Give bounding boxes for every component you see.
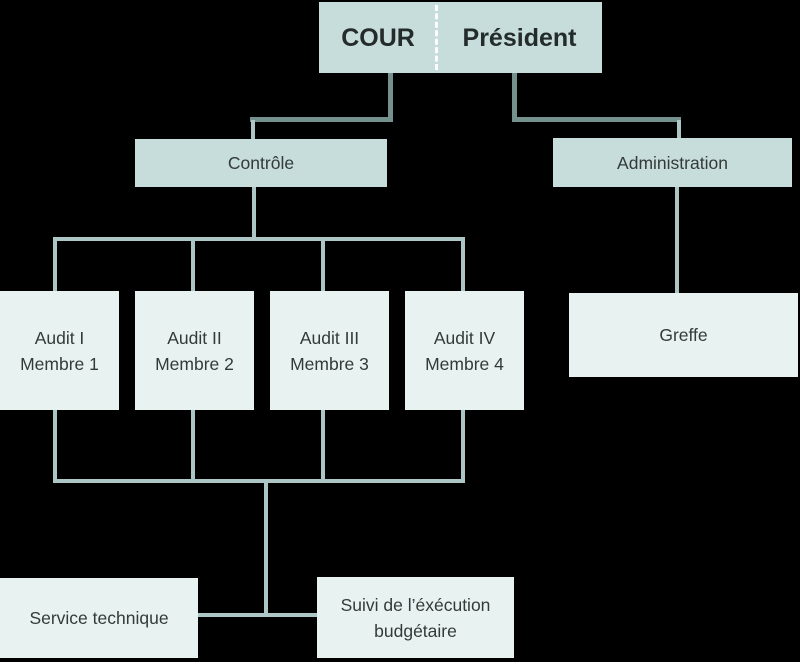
node-cour-label: COUR xyxy=(341,23,415,52)
stub-controle-top xyxy=(251,120,255,140)
connector-controle-down xyxy=(252,187,256,241)
suivi-line2: budgétaire xyxy=(374,620,457,641)
root-dashed-divider xyxy=(435,5,438,70)
bus-audits-top xyxy=(53,237,465,241)
node-president-label: Président xyxy=(462,23,577,52)
node-greffe: Greffe xyxy=(569,293,798,377)
stub-administration-top xyxy=(677,120,681,139)
node-audit-1: Audit I Membre 1 xyxy=(0,291,119,410)
connector-bottom-horizontal xyxy=(198,613,317,617)
drop-audit3 xyxy=(321,237,325,291)
node-cour-president: COUR Président xyxy=(319,2,602,73)
bus-audits-bottom xyxy=(53,479,465,483)
node-controle-label: Contrôle xyxy=(227,153,295,173)
audit-1-line1: Audit I xyxy=(34,327,85,348)
node-controle: Contrôle xyxy=(135,139,387,187)
audit-3-line2: Membre 3 xyxy=(290,353,369,374)
riser-audit4 xyxy=(461,410,465,483)
riser-audit1 xyxy=(53,410,57,483)
connector-administration-greffe xyxy=(675,187,679,293)
connector-cour-elbow xyxy=(250,117,393,122)
suivi-line1: Suivi de l’éxécution xyxy=(340,594,491,615)
drop-audit4 xyxy=(461,237,465,291)
connector-president-elbow xyxy=(512,117,681,122)
connector-cour-down xyxy=(388,72,393,122)
node-audit-4: Audit IV Membre 4 xyxy=(405,291,524,410)
service-technique-label: Service technique xyxy=(29,608,169,628)
connector-center-down xyxy=(264,479,268,617)
node-administration-label: Administration xyxy=(617,152,728,173)
node-audit-2: Audit II Membre 2 xyxy=(135,291,254,410)
riser-audit2 xyxy=(191,410,195,483)
audit-4-line1: Audit IV xyxy=(433,327,496,348)
node-administration: Administration xyxy=(553,138,792,187)
audit-2-line2: Membre 2 xyxy=(155,353,234,374)
audit-3-line1: Audit III xyxy=(299,327,360,348)
drop-audit1 xyxy=(53,237,57,291)
audit-4-line2: Membre 4 xyxy=(425,353,504,374)
drop-audit2 xyxy=(191,237,195,291)
node-greffe-label: Greffe xyxy=(659,325,708,345)
audit-2-line1: Audit II xyxy=(167,327,222,348)
connector-president-down xyxy=(512,72,517,122)
node-audit-3: Audit III Membre 3 xyxy=(270,291,389,410)
audit-1-line2: Membre 1 xyxy=(20,353,99,374)
riser-audit3 xyxy=(321,410,325,483)
node-suivi-execution: Suivi de l’éxécution budgétaire xyxy=(317,577,514,658)
node-service-technique: Service technique xyxy=(0,578,198,658)
